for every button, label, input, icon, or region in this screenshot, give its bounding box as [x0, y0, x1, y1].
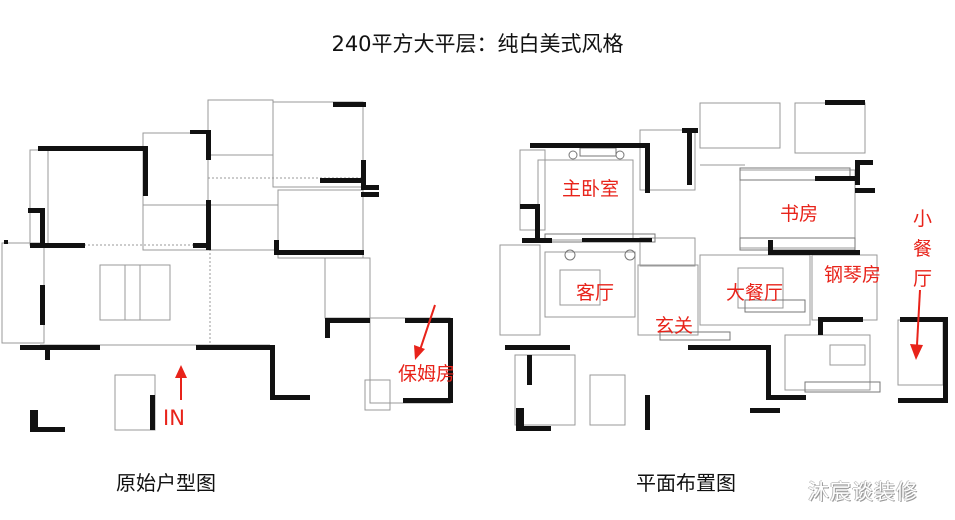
original-plan-caption: 原始户型图 [116, 471, 216, 495]
piano-room-label: 钢琴房 [824, 264, 882, 286]
small-dining-label-2: 餐 [913, 238, 933, 260]
study-label: 书房 [780, 203, 819, 225]
small-dining-label-1: 小 [913, 208, 933, 230]
master-bedroom-label: 主卧室 [562, 178, 620, 200]
watermark: 沐宸谈装修 [808, 480, 918, 504]
layout-plan-caption: 平面布置图 [636, 471, 736, 495]
nanny-room-label: 保姆房 [398, 363, 456, 385]
living-room-label: 客厅 [576, 282, 615, 304]
dining-room-label: 大餐厅 [726, 282, 784, 304]
foyer-label: 玄关 [655, 315, 694, 337]
entrance-label: IN [163, 406, 185, 430]
page-title: 240平方大平层：纯白美式风格 [331, 32, 624, 56]
small-dining-label-3: 厅 [913, 268, 933, 290]
